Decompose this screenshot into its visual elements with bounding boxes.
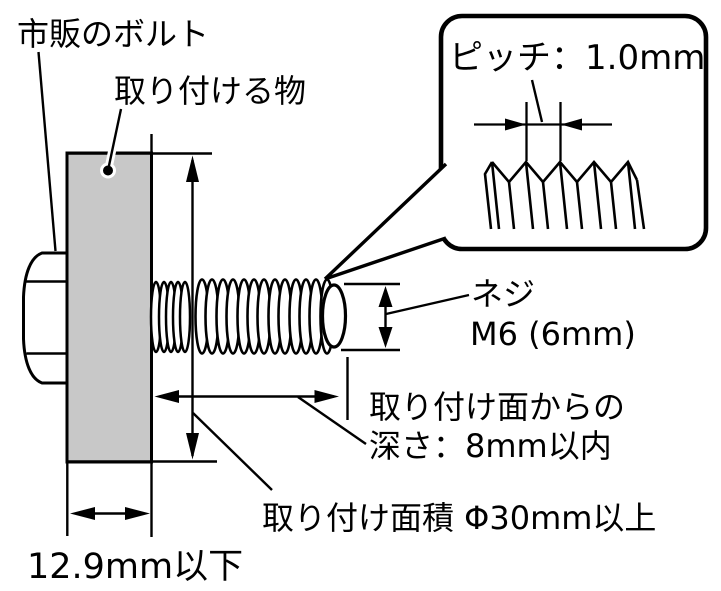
depth-leader-line	[297, 396, 367, 445]
depth-label-line1: 取り付け面からの	[369, 388, 625, 426]
diameter-arrowhead-bottom	[378, 327, 393, 348]
thread-profile-first-flank	[483, 161, 494, 230]
bolt-leader-line	[37, 51, 57, 252]
pitch-arrowhead-left	[505, 118, 526, 131]
object-leader-line	[107, 108, 123, 169]
plate-height-arrow	[186, 155, 199, 460]
screw-leader-line	[385, 293, 470, 316]
bolt-head	[22, 251, 69, 385]
pitch-callout: ピッチ：1.0mm	[323, 13, 709, 281]
thread-crest	[178, 280, 192, 354]
area-label: 取り付け面積 Φ30mm以上	[262, 499, 656, 537]
thread-profile-crest-hatch	[490, 161, 637, 230]
diameter-arrowhead-top	[378, 286, 393, 307]
thread-profile-valley-hatch	[507, 179, 646, 230]
object-leader	[100, 108, 125, 179]
pitch-arrowhead-right	[561, 118, 582, 131]
screw-size-label: M6 (6mm)	[470, 315, 636, 353]
thread-profile	[483, 159, 646, 230]
thread-profile-crests	[491, 159, 639, 185]
depth-arrowhead-left	[154, 390, 179, 403]
thickness-arrowhead-right	[125, 507, 150, 520]
pitch-label: ピッチ：1.0mm	[449, 38, 705, 78]
plate-height-arrowhead-top	[186, 155, 199, 182]
mounting-plate	[65, 151, 153, 464]
thread-shaft	[149, 278, 348, 355]
area-leader-line	[192, 412, 273, 491]
depth-arrowhead-right	[314, 390, 339, 403]
pitch-leader-line	[530, 79, 544, 123]
plate-height-arrowhead-bottom	[186, 433, 199, 460]
depth-label-line2: 深さ：8mm以内	[369, 427, 612, 465]
pitch-measure	[474, 102, 612, 161]
thread-section-main	[194, 278, 335, 355]
thickness-arrow	[70, 507, 150, 520]
bolt-head-outline	[22, 251, 69, 385]
thread-section-left	[149, 280, 192, 354]
depth-arrow	[154, 390, 339, 403]
thickness-arrowhead-left	[70, 507, 95, 520]
bolt-label: 市販のボルト	[17, 15, 209, 53]
thread-end-face	[320, 283, 348, 349]
object-label: 取り付ける物	[114, 72, 306, 110]
screw-label: ネジ	[471, 275, 535, 313]
callout-tail	[323, 162, 448, 281]
max-width-label: 12.9mm以下	[27, 547, 243, 587]
diameter-arrow	[378, 286, 393, 348]
object-leader-dot	[103, 165, 113, 176]
